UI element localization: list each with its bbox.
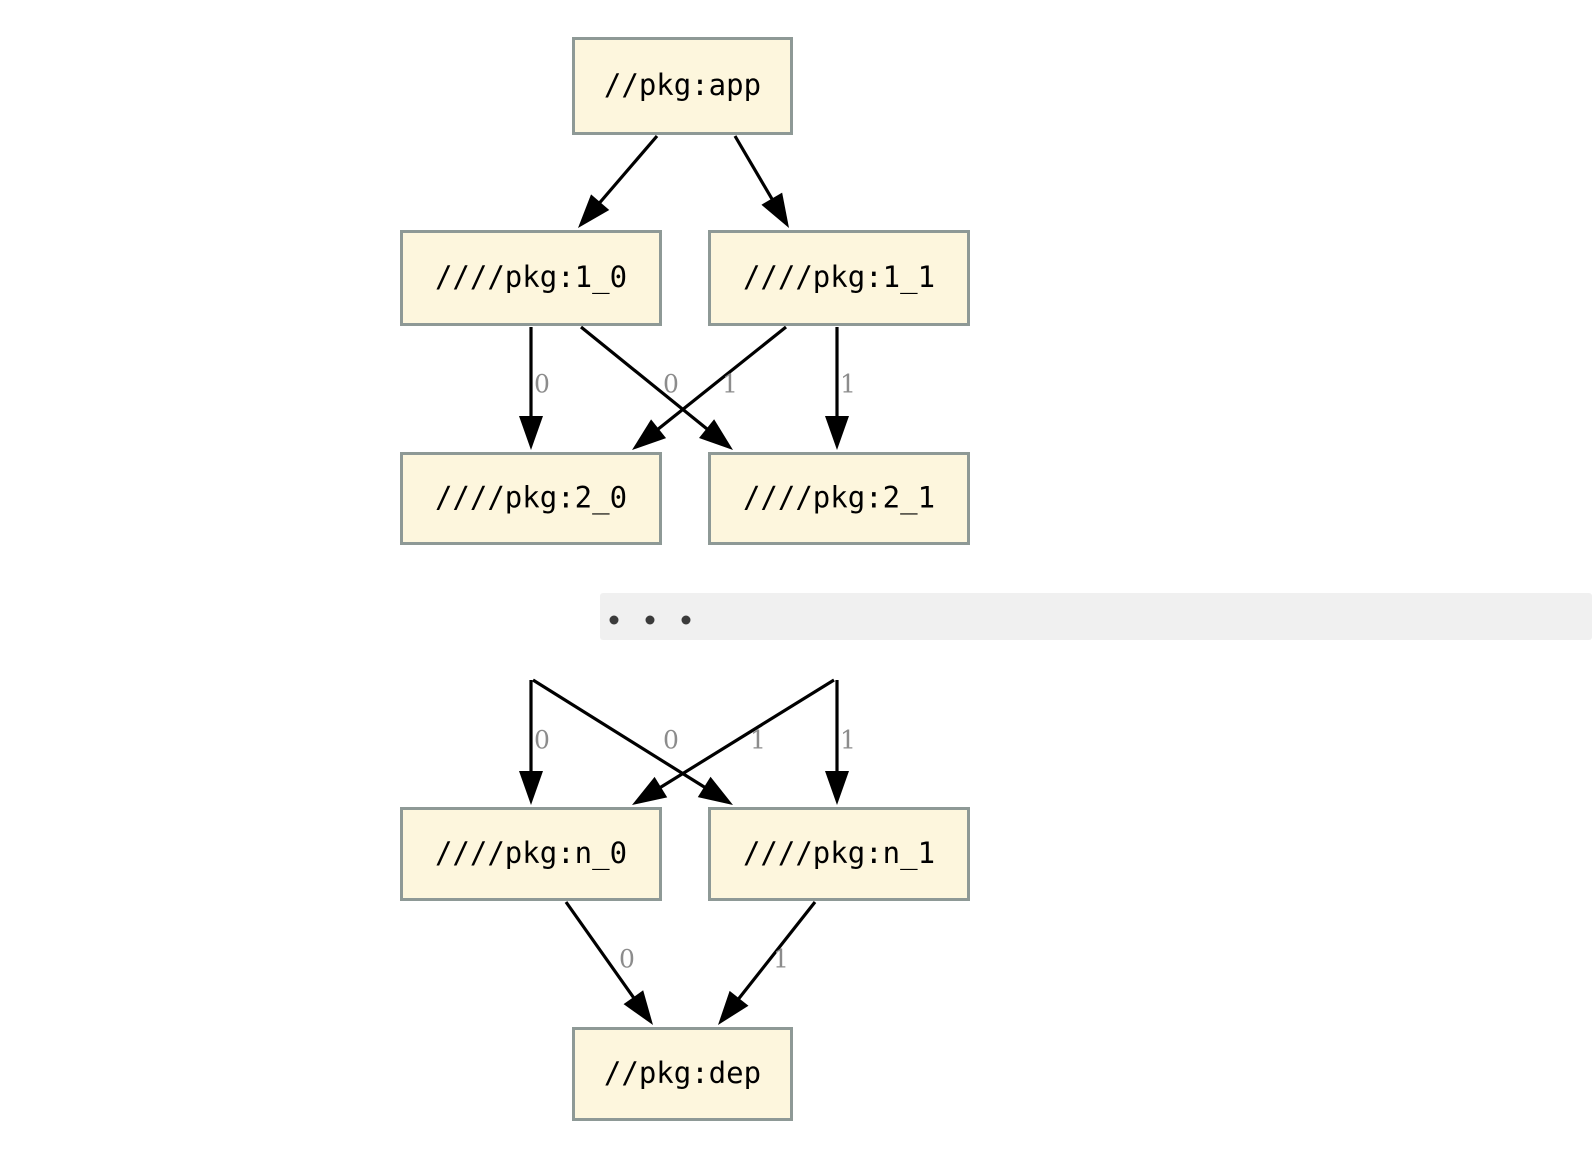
edge-line xyxy=(652,325,787,434)
edge-label: 0 xyxy=(534,726,550,755)
nodes-group: //pkg:app ////pkg:1_0 ////pkg:1_1 ////pkg:2… xyxy=(400,37,970,1121)
node-box[interactable] xyxy=(572,1027,793,1121)
node-label: ////pkg:1_0 xyxy=(435,260,627,295)
node-box[interactable] xyxy=(400,807,662,901)
edge-e-app-1_0 xyxy=(578,134,659,228)
ellipsis-band-group xyxy=(600,593,1592,640)
edge-label: 1 xyxy=(773,945,789,974)
arrowhead-icon xyxy=(825,416,849,450)
edge-e-n_0-dep xyxy=(564,901,653,1025)
arrowhead-icon xyxy=(623,990,653,1025)
edge-line xyxy=(564,901,639,1004)
ellipsis-dot-2 xyxy=(681,615,691,625)
arrowhead-icon xyxy=(699,419,733,450)
edge-label: 1 xyxy=(840,726,856,755)
node-box[interactable] xyxy=(708,452,970,545)
edge-e-hidden_0-n_0 xyxy=(519,680,543,805)
node-1_0[interactable]: ////pkg:1_0 xyxy=(400,230,662,326)
node-label: //pkg:app xyxy=(604,68,761,102)
node-box[interactable] xyxy=(708,230,970,326)
edge-e-1_1-2_0 xyxy=(632,325,787,450)
node-app[interactable]: //pkg:app xyxy=(572,37,793,135)
arrowhead-icon xyxy=(761,192,789,228)
arrowhead-icon xyxy=(578,194,610,228)
edge-line xyxy=(734,901,817,1005)
node-2_0[interactable]: ////pkg:2_0 xyxy=(400,452,662,545)
node-label: ////pkg:n_0 xyxy=(435,836,627,871)
node-2_1[interactable]: ////pkg:2_1 xyxy=(708,452,970,545)
edge-e-hidden_0-n_1 xyxy=(532,678,733,805)
node-dep[interactable]: //pkg:dep xyxy=(572,1027,793,1121)
node-label: //pkg:dep xyxy=(604,1056,761,1090)
ellipsis-dot-1 xyxy=(645,615,655,625)
edge-labels-group: 0 0 1 1 0 0 1 1 0 1 xyxy=(534,370,856,974)
arrowhead-icon xyxy=(632,419,667,450)
edge-label: 0 xyxy=(619,945,635,974)
node-label: ////pkg:2_1 xyxy=(743,481,935,516)
arrowhead-icon xyxy=(697,776,733,805)
edge-label: 1 xyxy=(750,726,766,755)
node-box[interactable] xyxy=(572,37,793,135)
edge-line xyxy=(733,135,777,205)
edge-e-hidden_1-n_0 xyxy=(632,678,835,805)
edge-line xyxy=(595,134,659,208)
edge-label: 0 xyxy=(663,370,679,399)
node-label: ////pkg:2_0 xyxy=(435,481,627,516)
edge-line xyxy=(654,678,835,792)
edge-line xyxy=(579,325,713,434)
node-n_1[interactable]: ////pkg:n_1 xyxy=(708,807,970,901)
arrowhead-icon xyxy=(519,416,543,450)
edge-e-1_0-2_0 xyxy=(519,327,543,450)
edge-e-1_1-2_1 xyxy=(825,327,849,450)
edge-label: 1 xyxy=(840,370,856,399)
node-box[interactable] xyxy=(400,452,662,545)
node-1_1[interactable]: ////pkg:1_1 xyxy=(708,230,970,326)
node-label: ////pkg:n_1 xyxy=(743,836,935,871)
node-box[interactable] xyxy=(400,230,662,326)
arrowhead-icon xyxy=(632,776,668,805)
node-label: ////pkg:1_1 xyxy=(743,260,935,295)
edge-label: 0 xyxy=(663,726,679,755)
edge-e-hidden_1-n_1 xyxy=(825,680,849,805)
edge-e-app-1_1 xyxy=(733,135,789,228)
ellipsis-dot-0 xyxy=(609,615,619,625)
edge-label: 0 xyxy=(534,370,550,399)
arrowhead-icon xyxy=(519,771,543,805)
edge-e-1_0-2_1 xyxy=(579,325,733,450)
arrowhead-icon xyxy=(718,990,749,1025)
edge-line xyxy=(532,678,711,792)
edge-e-n_1-dep xyxy=(718,901,817,1025)
edge-label: 1 xyxy=(722,370,738,399)
node-n_0[interactable]: ////pkg:n_0 xyxy=(400,807,662,901)
node-box[interactable] xyxy=(708,807,970,901)
arrowhead-icon xyxy=(825,771,849,805)
edges-group xyxy=(519,134,849,1025)
ellipsis-band xyxy=(600,593,1592,640)
